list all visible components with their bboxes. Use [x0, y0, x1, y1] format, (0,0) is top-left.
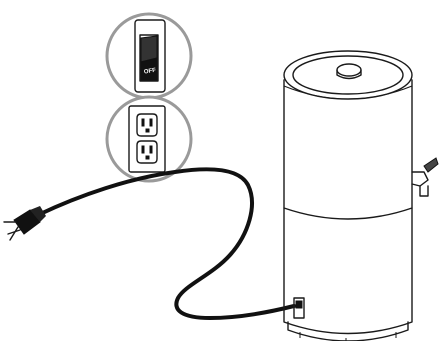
outlet-receptacle-bottom — [136, 140, 158, 164]
urn-lid-inner — [292, 55, 404, 95]
outlet-slot-left-bottom — [141, 145, 145, 154]
outlet-slot-right-bottom — [149, 145, 153, 154]
wall-outlet-icon — [128, 105, 166, 173]
outlet-slot-right-top — [149, 118, 153, 127]
rocker-switch-icon: OFF — [134, 19, 166, 93]
faucet-handle — [423, 157, 439, 173]
urn-base — [287, 321, 409, 341]
outlet-callout — [105, 95, 193, 183]
urn-faucet-icon — [411, 157, 439, 197]
plug-ground-prong — [9, 226, 19, 241]
switch-bezel — [139, 34, 159, 82]
cord-line — [36, 167, 296, 321]
switch-callout: OFF — [105, 12, 193, 100]
urn-power-switch-rocker — [295, 300, 303, 309]
outlet-callout-ring — [105, 95, 193, 183]
outlet-slot-left-top — [141, 118, 145, 127]
three-prong-plug-icon — [3, 206, 46, 241]
faucet-spout — [419, 185, 429, 197]
switch-rocker-bottom — [140, 57, 158, 81]
plug-prong-bottom — [7, 229, 21, 235]
urn-upper-band — [283, 85, 413, 100]
outlet-ground-bottom — [145, 155, 150, 160]
urn-lower-body — [283, 207, 413, 335]
outlet-plate — [128, 105, 166, 173]
urn-upper-body — [283, 79, 413, 220]
faucet-body — [411, 171, 429, 187]
switch-off-label: OFF — [144, 68, 157, 76]
urn-lid-rim — [283, 50, 413, 100]
urn-lid-knob — [336, 63, 362, 77]
plug-strain-relief — [30, 206, 46, 222]
power-cord-icon — [36, 167, 296, 321]
urn-power-switch — [293, 297, 305, 319]
outlet-ground-top — [145, 128, 150, 133]
switch-plate — [134, 19, 166, 93]
coffee-urn-icon — [283, 50, 439, 341]
urn-lid-knob-base — [336, 69, 362, 80]
outlet-receptacle-top — [136, 113, 158, 137]
